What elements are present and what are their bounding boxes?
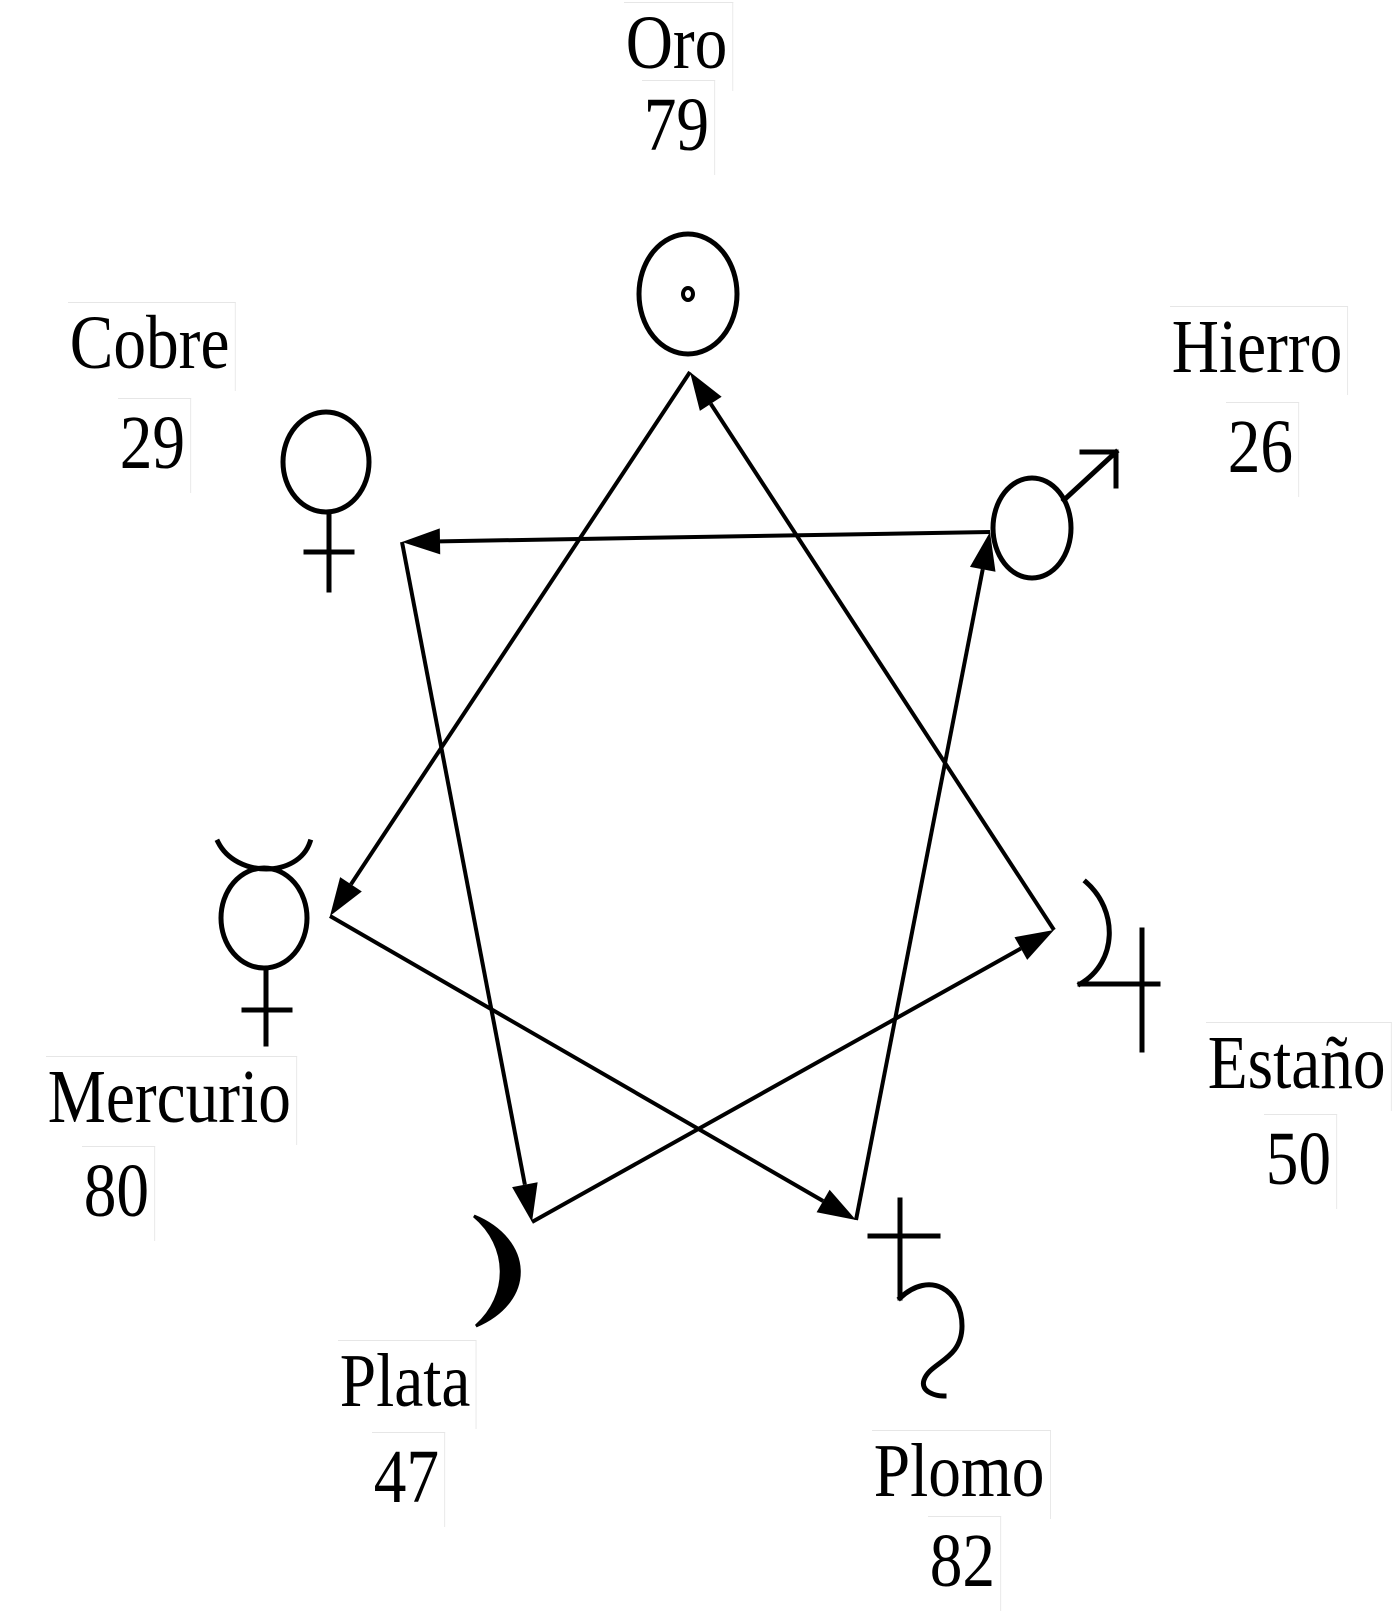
edge-oro-to-mercurio xyxy=(349,370,692,886)
hierro-name-label: Hierro xyxy=(1170,306,1349,395)
oro-name-label: Oro xyxy=(624,2,734,91)
venus-copper-icon xyxy=(280,409,372,593)
hierro-number-label: 26 xyxy=(1226,402,1300,497)
mercurio-number-label: 80 xyxy=(82,1146,156,1241)
sun-gold-icon xyxy=(636,231,740,357)
arrowhead-cobre xyxy=(402,528,441,555)
mars-iron-icon xyxy=(990,448,1120,581)
saturn-lead-icon xyxy=(867,1197,965,1399)
arrowhead-mercurio xyxy=(330,877,362,916)
heptagram-star xyxy=(328,370,1056,1224)
moon-silver-icon xyxy=(473,1214,521,1328)
plomo-name-label: Plomo xyxy=(872,1430,1051,1519)
jupiter-tin-icon xyxy=(1076,878,1161,1053)
edge-estano-to-oro xyxy=(709,402,1056,932)
arrowhead-plomo xyxy=(816,1189,856,1220)
edge-hierro-to-cobre xyxy=(439,530,991,544)
edge-plomo-to-hierro xyxy=(854,568,985,1221)
edge-mercurio-to-plomo xyxy=(328,914,825,1203)
plata-name-label: Plata xyxy=(338,1340,477,1429)
mercurio-name-label: Mercurio xyxy=(46,1056,297,1145)
edge-plata-to-estano xyxy=(531,946,1022,1224)
estano-name-label: Estaño xyxy=(1206,1022,1392,1111)
mercury-icon xyxy=(214,838,314,1047)
arrowhead-estano xyxy=(1014,930,1054,960)
arrowhead-oro xyxy=(690,372,722,411)
arrowhead-hierro xyxy=(969,532,996,572)
arrowhead-plata xyxy=(512,1182,538,1222)
cobre-name-label: Cobre xyxy=(68,302,236,391)
plata-number-label: 47 xyxy=(372,1432,446,1527)
plomo-number-label: 82 xyxy=(928,1516,1002,1611)
oro-number-label: 79 xyxy=(642,80,716,175)
estano-number-label: 50 xyxy=(1264,1114,1338,1209)
edge-cobre-to-plata xyxy=(400,541,527,1186)
cobre-number-label: 29 xyxy=(118,398,192,493)
